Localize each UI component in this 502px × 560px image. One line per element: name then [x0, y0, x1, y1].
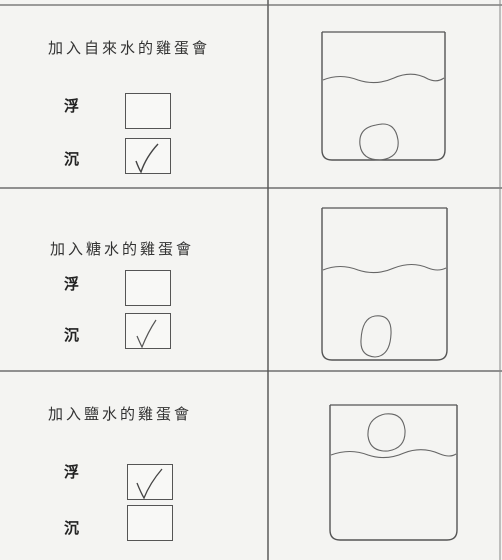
- row-1-float-checkbox[interactable]: [125, 93, 171, 129]
- checkmark-icon: [135, 143, 159, 174]
- row-1-sink-checkbox[interactable]: [125, 138, 171, 174]
- row-1-float-label: 浮: [64, 97, 80, 115]
- row-2-sink-checkbox[interactable]: [125, 313, 171, 349]
- row-2-float-checkbox[interactable]: [125, 270, 171, 306]
- row-3-sink-checkbox[interactable]: [127, 505, 173, 541]
- row-3-heading: 加入鹽水的雞蛋會: [48, 405, 193, 423]
- checkmark-icon: [136, 319, 157, 349]
- row-3-float-checkbox[interactable]: [127, 464, 173, 500]
- row-2-heading: 加入糖水的雞蛋會: [50, 240, 195, 258]
- checkmark-icon: [136, 468, 163, 500]
- row-3-sink-label: 沉: [64, 519, 80, 537]
- row-3-float-label: 浮: [64, 463, 80, 481]
- row-1-sink-label: 沉: [64, 150, 80, 168]
- row-2-float-label: 浮: [64, 275, 80, 293]
- row-2-sink-label: 沉: [64, 326, 80, 344]
- row-1-heading: 加入自來水的雞蛋會: [48, 39, 211, 57]
